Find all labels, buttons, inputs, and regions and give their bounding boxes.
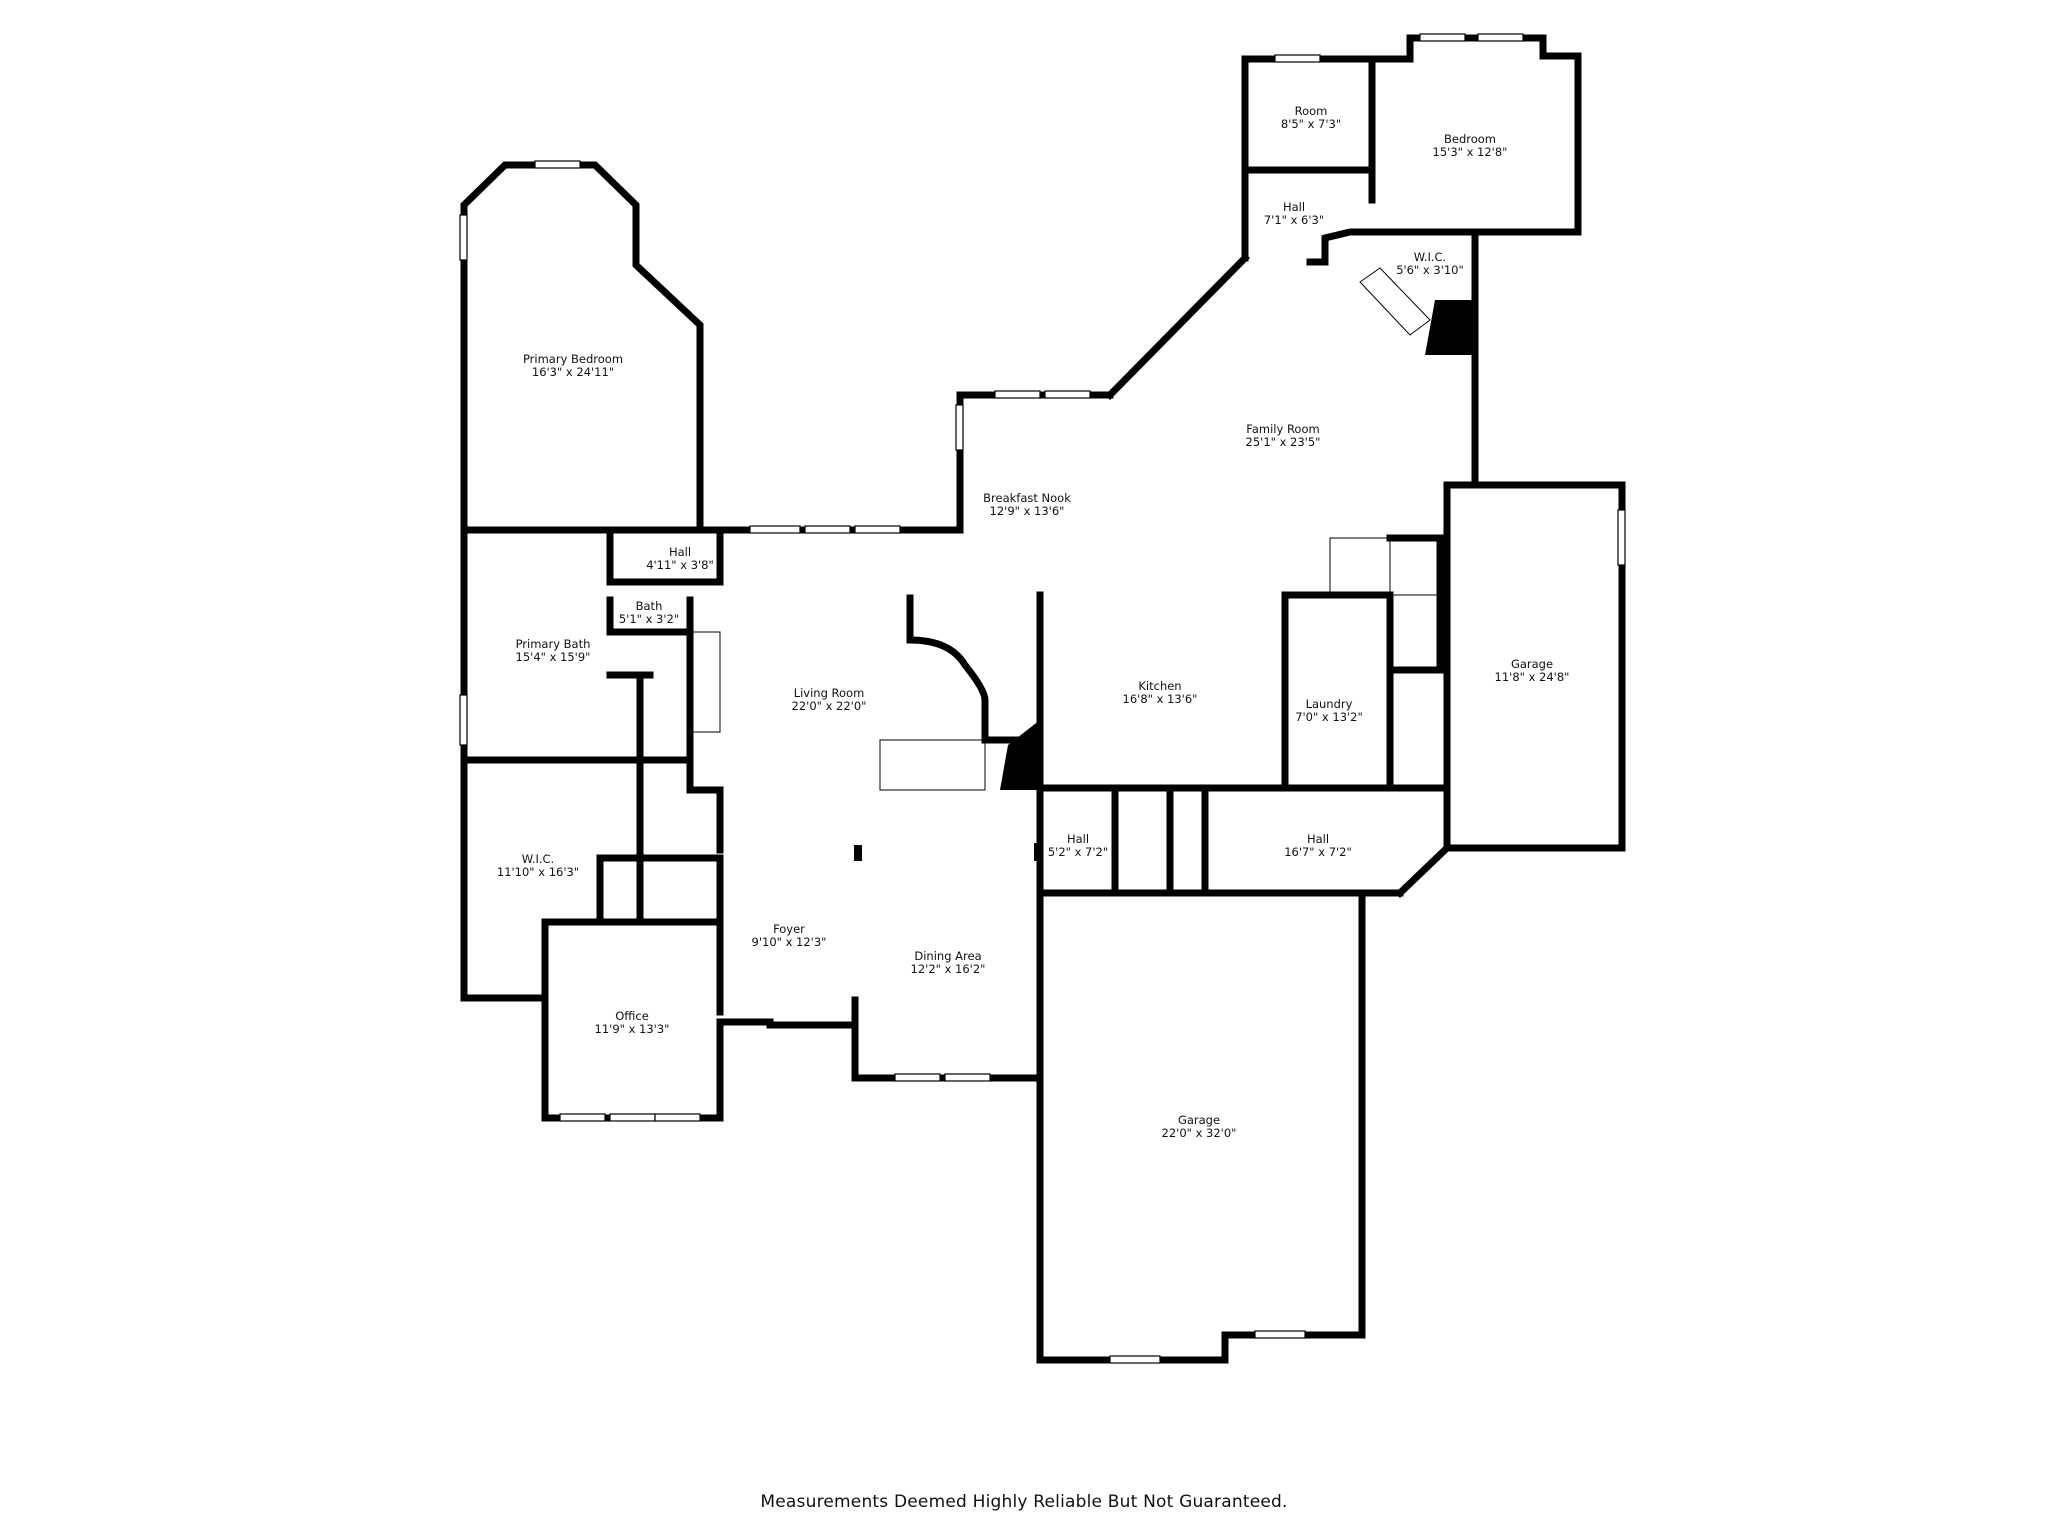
room-name-kitchen: Kitchen bbox=[1138, 679, 1181, 693]
room-name-hall-4: Hall bbox=[1307, 832, 1329, 846]
room-dimensions-dining-area: 12'2" x 16'2" bbox=[911, 962, 986, 976]
room-dimensions-garage-large: 22'0" x 32'0" bbox=[1162, 1126, 1237, 1140]
room-dimensions-foyer: 9'10" x 12'3" bbox=[752, 935, 827, 949]
room-name-bath: Bath bbox=[636, 599, 663, 613]
room-dimensions-hall-4: 16'7" x 7'2" bbox=[1284, 845, 1352, 859]
room-dimensions-kitchen: 16'8" x 13'6" bbox=[1123, 692, 1198, 706]
room-name-bedroom: Bedroom bbox=[1444, 132, 1496, 146]
room-name-family-room: Family Room bbox=[1246, 422, 1319, 436]
room-dimensions-primary-bedroom: 16'3" x 24'11" bbox=[532, 365, 614, 379]
windows bbox=[459, 33, 1626, 1364]
room-name-laundry: Laundry bbox=[1306, 697, 1353, 711]
room-dimensions-breakfast-nook: 12'9" x 13'6" bbox=[990, 504, 1065, 518]
room-name-garage-small: Garage bbox=[1511, 657, 1553, 671]
room-dimensions-hall-3: 5'2" x 7'2" bbox=[1048, 845, 1108, 859]
disclaimer: Measurements Deemed Highly Reliable But … bbox=[760, 1492, 1288, 1512]
room-name-breakfast-nook: Breakfast Nook bbox=[983, 491, 1071, 505]
room-dimensions-bath: 5'1" x 3'2" bbox=[619, 612, 679, 626]
room-dimensions-bedroom: 15'3" x 12'8" bbox=[1433, 145, 1508, 159]
room-dimensions-primary-bath: 15'4" x 15'9" bbox=[516, 650, 591, 664]
room-dimensions-office: 11'9" x 13'3" bbox=[595, 1022, 670, 1036]
room-dimensions-hall-2: 7'1" x 6'3" bbox=[1264, 213, 1324, 227]
room-name-living-room: Living Room bbox=[794, 686, 865, 700]
room-dimensions-family-room: 25'1" x 23'5" bbox=[1246, 435, 1321, 449]
room-name-hall-1: Hall bbox=[669, 545, 691, 559]
room-name-foyer: Foyer bbox=[773, 922, 805, 936]
room-dimensions-hall-1: 4'11" x 3'8" bbox=[646, 558, 714, 572]
room-name-hall-2: Hall bbox=[1283, 200, 1305, 214]
room-name-primary-bedroom: Primary Bedroom bbox=[523, 352, 623, 366]
fixtures bbox=[689, 267, 1441, 791]
room-dimensions-living-room: 22'0" x 22'0" bbox=[792, 699, 867, 713]
room-dimensions-wic-2: 5'6" x 3'10" bbox=[1396, 263, 1464, 277]
room-name-dining-area: Dining Area bbox=[914, 949, 981, 963]
room-name-office: Office bbox=[615, 1009, 649, 1023]
room-name-room: Room bbox=[1295, 104, 1328, 118]
walls bbox=[460, 34, 1626, 1364]
room-dimensions-laundry: 7'0" x 13'2" bbox=[1295, 710, 1363, 724]
room-dimensions-room: 8'5" x 7'3" bbox=[1281, 117, 1341, 131]
room-dimensions-garage-small: 11'8" x 24'8" bbox=[1495, 670, 1570, 684]
room-name-primary-bath: Primary Bath bbox=[516, 637, 591, 651]
room-name-wic-1: W.I.C. bbox=[522, 852, 554, 866]
room-name-garage-large: Garage bbox=[1178, 1113, 1220, 1127]
room-name-wic-2: W.I.C. bbox=[1414, 250, 1446, 264]
room-dimensions-wic-1: 11'10" x 16'3" bbox=[497, 865, 579, 879]
room-name-hall-3: Hall bbox=[1067, 832, 1089, 846]
